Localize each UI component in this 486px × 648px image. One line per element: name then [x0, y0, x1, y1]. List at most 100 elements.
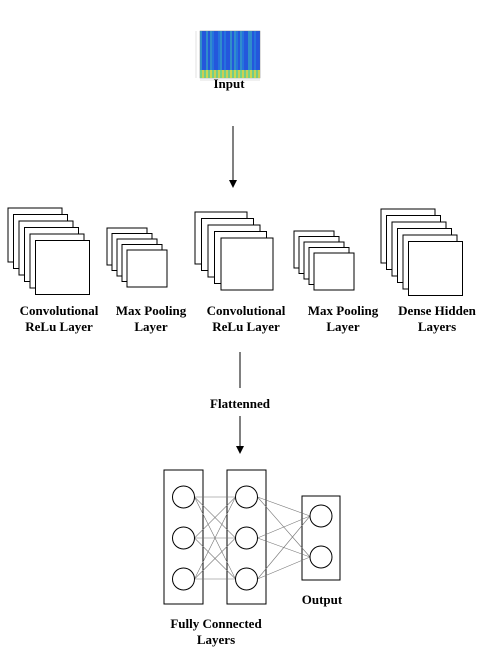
spectrogram-low-band	[248, 70, 250, 78]
spectrogram-streak	[218, 31, 220, 78]
fc-layer-2-node	[235, 485, 258, 509]
fc-edge-l1-l2	[194, 537, 236, 580]
layer-stacks	[7, 207, 463, 296]
spectrogram-low-band	[252, 70, 254, 78]
spectrogram-low-band	[230, 70, 232, 78]
fc-layer-1-node	[172, 567, 195, 591]
conv2-label-line2: ReLu Layer	[212, 319, 280, 334]
output-node	[309, 545, 333, 569]
spectrogram-low-band	[210, 70, 212, 78]
spectrogram-streak	[258, 31, 260, 78]
spectrogram-low-band	[216, 70, 218, 78]
fc-layer-2-node	[235, 567, 258, 591]
spectrogram-streak	[216, 31, 218, 78]
spectrogram-low-band	[242, 70, 244, 78]
spectrogram-streak	[252, 31, 254, 78]
conv1-label-line2: ReLu Layer	[25, 319, 93, 334]
spectrogram-low-band	[214, 70, 216, 78]
fc-layer-2-node	[235, 526, 258, 550]
spectrogram-low-band	[206, 70, 208, 78]
spectrogram-low-band	[212, 70, 214, 78]
spectrogram-low-band	[226, 70, 228, 78]
conv1-feature-map	[35, 240, 90, 295]
spectrogram-streak	[222, 31, 224, 78]
pool2-label-line2: Layer	[326, 319, 359, 334]
spectrogram-low-band	[240, 70, 242, 78]
spectrogram-streak	[242, 31, 244, 78]
spectrogram-streak	[248, 31, 250, 78]
spectrogram-low-band	[204, 70, 206, 78]
spectrogram-low-band	[202, 70, 204, 78]
fc-edge-l1-l2	[194, 496, 236, 580]
pool1-feature-map	[126, 249, 168, 288]
spectrogram-low-band	[238, 70, 240, 78]
fc-edge-l2-out	[257, 496, 311, 517]
fc-label-line1: Fully Connected	[170, 616, 262, 631]
spectrogram-streak	[226, 31, 228, 78]
dense-label-line2: Layers	[418, 319, 456, 334]
spectrogram-streak	[238, 31, 240, 78]
spectrogram-streak	[240, 31, 242, 78]
spectrogram-low-band	[234, 70, 236, 78]
fc-edge-l2-out	[257, 515, 311, 580]
spectrogram-streak	[246, 31, 248, 78]
spectrogram-low-band	[208, 70, 210, 78]
spectrogram-streak	[220, 31, 222, 78]
conv1-label-line1: Convolutional	[20, 303, 99, 318]
spectrogram-streak	[204, 31, 206, 78]
spectrogram-streak	[250, 31, 252, 78]
fc-nodes	[172, 485, 333, 591]
spectrogram-streak	[224, 31, 226, 78]
fc-label-line2: Layers	[197, 632, 235, 647]
input-label: Input	[213, 76, 245, 91]
fc-connections	[194, 496, 311, 580]
output-label: Output	[302, 592, 343, 607]
pool2-feature-map	[313, 252, 355, 291]
pool2-label-line1: Max Pooling	[308, 303, 379, 318]
spectrogram-low-band	[254, 70, 256, 78]
spectrogram-low-band	[222, 70, 224, 78]
spectrogram-streak	[256, 31, 258, 78]
pool1-label-line2: Layer	[134, 319, 167, 334]
spectrogram-low-band	[224, 70, 226, 78]
spectrogram-streak	[236, 31, 238, 78]
fc-layer-1-node	[172, 485, 195, 509]
spectrogram-streak	[254, 31, 256, 78]
dense-label-line1: Dense Hidden	[398, 303, 476, 318]
spectrogram-low-band	[250, 70, 252, 78]
spectrogram-low-band	[218, 70, 220, 78]
fc-layer-1-node	[172, 526, 195, 550]
spectrogram-streak	[210, 31, 212, 78]
spectrogram-streak	[228, 31, 230, 78]
spectrogram-low-band	[236, 70, 238, 78]
input-spectrogram: Input	[190, 28, 266, 91]
fc-edge-l2-out	[257, 515, 311, 539]
spectrogram-heatmap	[200, 31, 260, 78]
spectrogram-streak	[202, 31, 204, 78]
spectrogram-low-band	[256, 70, 258, 78]
spectrogram-streak	[214, 31, 216, 78]
spectrogram-streak	[206, 31, 208, 78]
pool1-label-line1: Max Pooling	[116, 303, 187, 318]
spectrogram-streak	[244, 31, 246, 78]
spectrogram-low-band	[232, 70, 234, 78]
dense-feature-map	[408, 241, 463, 296]
spectrogram-streak	[230, 31, 232, 78]
spectrogram-low-band	[228, 70, 230, 78]
spectrogram-low-band	[220, 70, 222, 78]
spectrogram-low-band	[200, 70, 202, 78]
conv2-label-line1: Convolutional	[207, 303, 286, 318]
flatten-label: Flattenned	[210, 396, 271, 411]
spectrogram-low-band	[258, 70, 260, 78]
spectrogram-streak	[212, 31, 214, 78]
spectrogram-streak	[208, 31, 210, 78]
fully-connected-network: Output Fully Connected Layers	[163, 469, 343, 647]
spectrogram-streak	[232, 31, 234, 78]
layer-labels: Convolutional ReLu Layer Max Pooling Lay…	[20, 303, 477, 334]
spectrogram-streak	[200, 31, 202, 78]
spectrogram-low-band	[244, 70, 246, 78]
output-node	[309, 504, 333, 528]
fc-edge-l1-l2	[194, 496, 236, 539]
fc-edge-l2-out	[257, 556, 311, 580]
